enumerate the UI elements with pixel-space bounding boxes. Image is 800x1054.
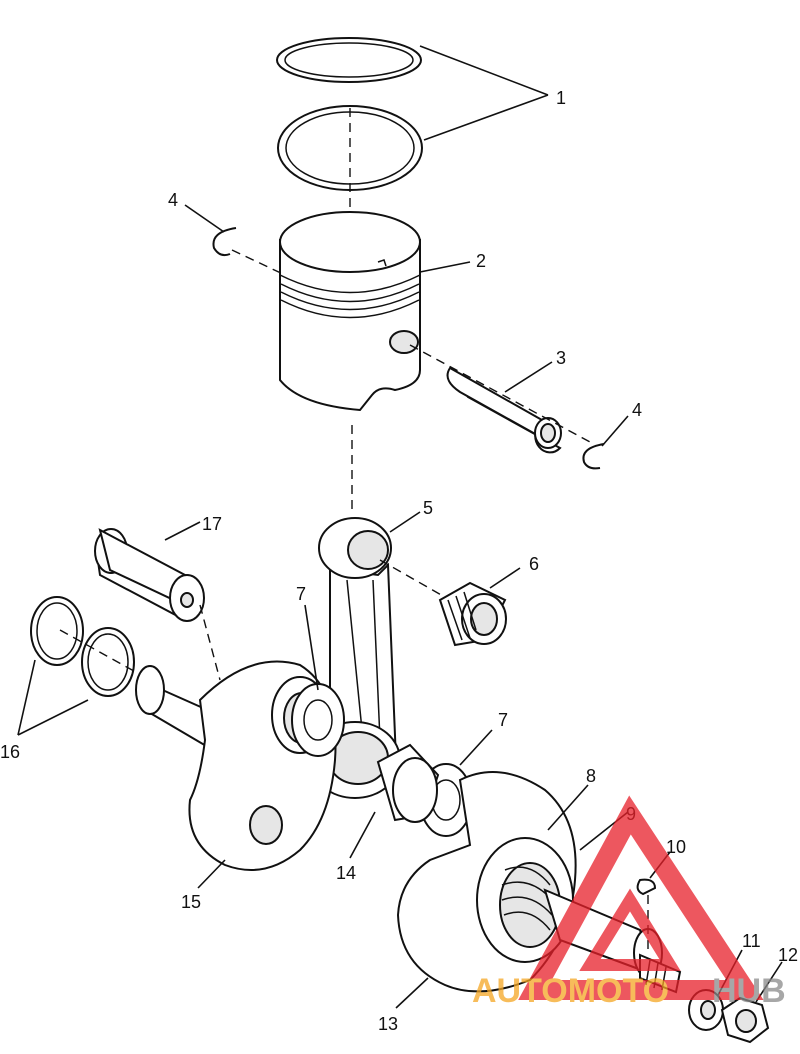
callout-2: 2 [476, 251, 486, 271]
callout-4-left: 4 [168, 190, 178, 210]
callout-6: 6 [529, 554, 539, 574]
piston-ring-lower [277, 105, 423, 191]
callout-10: 10 [666, 837, 686, 857]
crankshaft-nut [720, 996, 770, 1044]
woodruff-key [636, 878, 657, 896]
callout-15: 15 [181, 892, 201, 912]
callout-14: 14 [336, 863, 356, 883]
callout-16: 16 [0, 742, 20, 762]
callout-7-lower: 7 [498, 710, 508, 730]
circlip-right [582, 443, 605, 470]
crank-pin [94, 528, 205, 622]
needle-bearing [438, 581, 507, 647]
small-end-axis [379, 559, 451, 601]
leader-lines [17, 45, 783, 1009]
watermark: AUTOMOTO HUB [472, 795, 786, 1010]
callout-1: 1 [556, 88, 566, 108]
callout-13: 13 [378, 1014, 398, 1034]
circlip-left [212, 227, 237, 257]
callout-3: 3 [556, 348, 566, 368]
watermark-logo [518, 795, 764, 1000]
pin-axis [409, 344, 591, 443]
shim-left [30, 596, 84, 666]
big-end-bearing [376, 743, 440, 823]
shim-axis [59, 629, 151, 681]
callout-8: 8 [586, 766, 596, 786]
callout-4-right: 4 [632, 400, 642, 420]
piston-ring-upper [276, 37, 422, 83]
crankshaft-right-half [396, 771, 682, 994]
shim-right [81, 627, 135, 697]
piston [279, 211, 421, 412]
callout-labels: 1 2 3 4 4 5 6 7 7 8 9 10 11 12 13 14 15 … [0, 88, 798, 1034]
callout-7-upper: 7 [296, 584, 306, 604]
callout-12: 12 [778, 945, 798, 965]
watermark-text-left: AUTOMOTO [472, 972, 669, 1010]
circlip-left-axis [231, 249, 286, 276]
piston-pin [446, 366, 562, 454]
watermark-text-right: HUB [712, 972, 786, 1010]
thrust-washer-upper [291, 683, 345, 757]
callout-11: 11 [742, 931, 761, 951]
crank-pin-axis [199, 604, 221, 681]
callout-5: 5 [423, 498, 433, 518]
callout-17: 17 [202, 514, 222, 534]
